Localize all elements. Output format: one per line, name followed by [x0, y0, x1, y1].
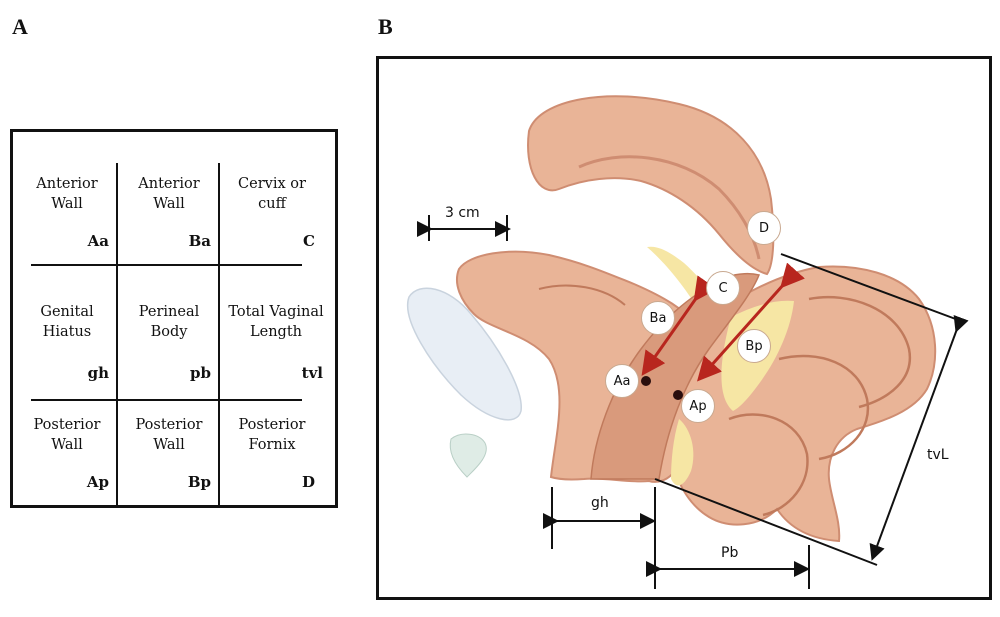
- cell-description: Posterior Fornix: [238, 417, 306, 453]
- cell-code: Aa: [87, 232, 109, 250]
- marker-ba: Ba: [641, 301, 675, 335]
- bladder-wall-line: [538, 284, 626, 306]
- marker-aa: Aa: [605, 364, 639, 398]
- aa-point: [641, 376, 651, 386]
- panel-b-label: B: [378, 14, 393, 39]
- cell-description: Posterior Wall: [135, 417, 203, 453]
- cell-description: Anterior Wall: [36, 176, 98, 212]
- grid-divider: [116, 163, 118, 506]
- cell-description: Genital Hiatus: [40, 304, 94, 340]
- bp-arrow: [697, 262, 805, 382]
- panel-a-label: A: [12, 14, 28, 39]
- pelvic-anatomy-illustration: [406, 95, 969, 589]
- grid-cell-ap: Posterior Wall Ap: [17, 415, 117, 505]
- cell-code: Ba: [188, 232, 211, 250]
- tvl-guide-line: [780, 253, 962, 322]
- tvl-label: tvL: [927, 447, 949, 463]
- cell-code: gh: [87, 364, 109, 382]
- rectal-fold-line: [778, 354, 870, 461]
- marker-d: D: [747, 211, 781, 245]
- grid-divider: [31, 264, 302, 266]
- grid-cell-pb: Perineal Body pb: [119, 302, 219, 396]
- small-structure-shape: [449, 433, 487, 478]
- grid-cell-gh: Genital Hiatus gh: [17, 302, 117, 396]
- cell-description: Cervix or cuff: [238, 176, 306, 212]
- cell-description: Perineal Body: [138, 304, 200, 340]
- grid-cell-ba: Anterior Wall Ba: [119, 174, 219, 264]
- pop-q-grid: Anterior Wall Aa Anterior Wall Ba Cervix…: [10, 129, 338, 508]
- marker-c: C: [706, 271, 740, 305]
- gh-label: gh: [591, 495, 609, 511]
- anatomy-panel: D C Ba Aa Bp Ap 3 cm gh Pb tvL: [376, 56, 992, 600]
- tvl-guide-line: [654, 478, 878, 566]
- cell-description: Anterior Wall: [138, 176, 200, 212]
- grid-cell-d: Posterior Fornix D: [221, 415, 323, 505]
- cell-code: D: [301, 473, 315, 491]
- cell-description: Total Vaginal Length: [228, 304, 324, 340]
- marker-bp: Bp: [737, 329, 771, 363]
- rectal-fold-line: [728, 413, 809, 517]
- cell-code: tvl: [301, 364, 323, 382]
- pb-label: Pb: [721, 545, 739, 561]
- cell-code: pb: [190, 364, 211, 382]
- cell-code: Bp: [187, 473, 211, 491]
- ap-point: [673, 390, 683, 400]
- bladder-shape: [406, 287, 522, 421]
- cell-code: Ap: [86, 473, 109, 491]
- grid-divider: [218, 163, 220, 506]
- grid-cell-c: Cervix or cuff C: [221, 174, 323, 264]
- cell-code: C: [303, 232, 315, 250]
- tvl-arrow: [869, 314, 969, 561]
- scale-label: 3 cm: [445, 205, 480, 221]
- cell-description: Posterior Wall: [33, 417, 101, 453]
- grid-cell-aa: Anterior Wall Aa: [17, 174, 117, 264]
- marker-ap: Ap: [681, 389, 715, 423]
- ba-arrow: [641, 275, 718, 376]
- grid-divider: [31, 399, 302, 401]
- grid-cell-tvl: Total Vaginal Length tvl: [219, 302, 333, 396]
- grid-cell-bp: Posterior Wall Bp: [119, 415, 219, 505]
- fat-region: [671, 419, 694, 486]
